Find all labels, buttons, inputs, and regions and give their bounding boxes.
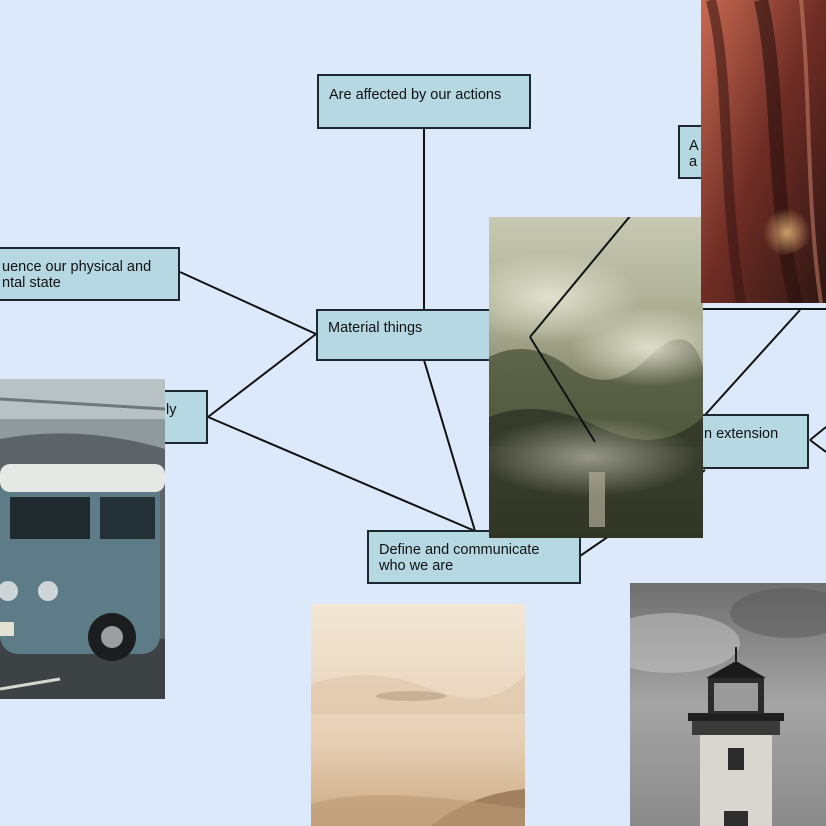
- node-material-things[interactable]: Material things: [316, 309, 496, 361]
- edge-center-bottom: [423, 359, 476, 532]
- edge-center-left-lower: [207, 333, 317, 418]
- node-top-right-line1: A: [689, 138, 699, 154]
- node-influence-state-line1: uence our physical and: [2, 259, 152, 275]
- hair-closeup-photo[interactable]: [701, 0, 826, 303]
- edge-left-lower-bottom: [207, 416, 476, 532]
- edge-right-top-right: [704, 309, 801, 416]
- edge-right-offscreen-2: [809, 439, 826, 453]
- node-top-right-line2: a: [689, 154, 698, 170]
- node-left-lower-label: ly: [166, 402, 177, 418]
- vw-van-photo[interactable]: [0, 379, 165, 699]
- node-define-communicate-line2: who we are: [379, 558, 454, 574]
- node-influence-state-line2: ntal state: [2, 275, 61, 291]
- node-material-things-label: Material things: [328, 320, 423, 336]
- edge-right-offscreen: [809, 426, 826, 441]
- lighthouse-photo[interactable]: [630, 583, 826, 826]
- node-affected-by-actions-label: Are affected by our actions: [329, 87, 502, 103]
- node-define-communicate[interactable]: Define and communicate who we are: [367, 530, 581, 584]
- misty-forest-photo[interactable]: [489, 217, 703, 538]
- edge-center-left-upper: [179, 271, 317, 335]
- node-influence-state[interactable]: uence our physical and ntal state: [0, 247, 180, 301]
- hazy-hills-photo[interactable]: [311, 604, 525, 826]
- node-define-communicate-line1: Define and communicate: [379, 542, 540, 558]
- node-extension-label: n extension: [704, 426, 779, 442]
- node-affected-by-actions[interactable]: Are affected by our actions: [317, 74, 531, 129]
